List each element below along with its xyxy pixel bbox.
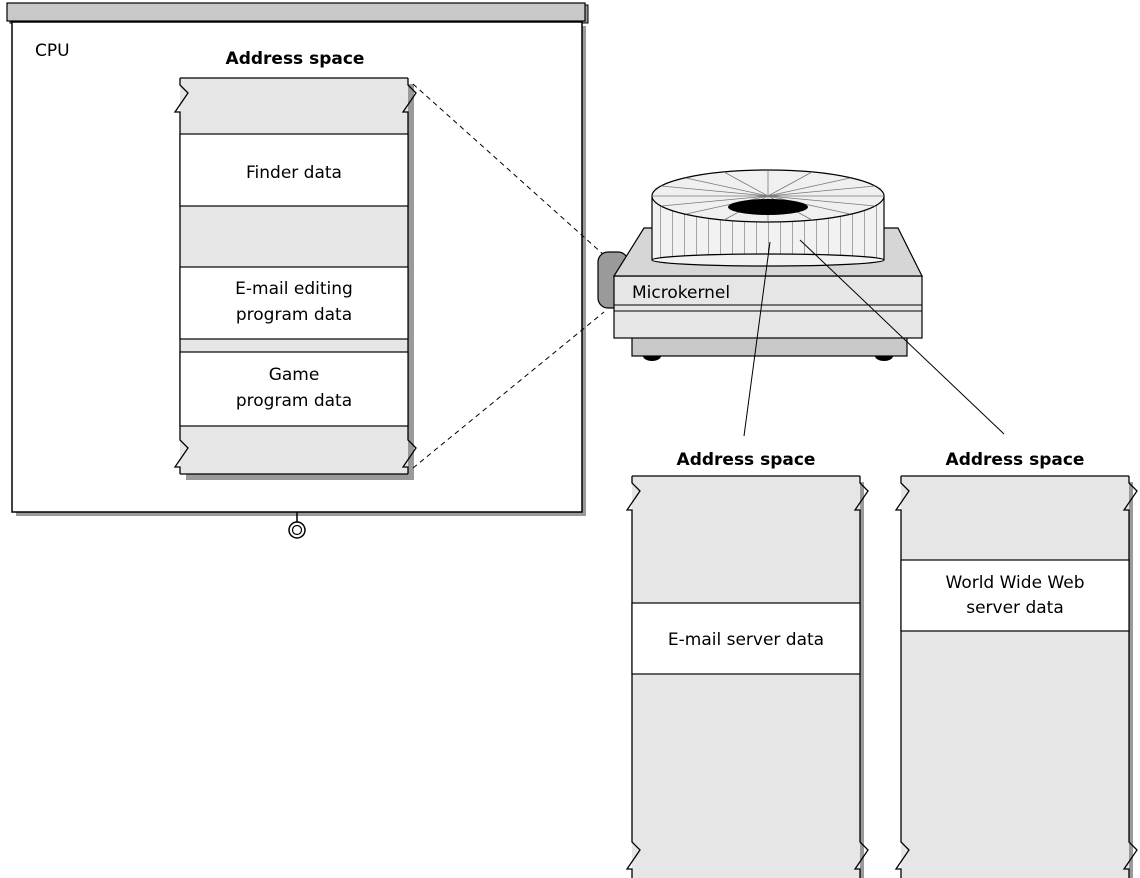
www-server-data-label-line1: World Wide Web — [946, 573, 1085, 593]
cpu-address-space-title: Address space — [226, 49, 365, 69]
projection-lines — [412, 83, 605, 469]
game-label-line2: program data — [236, 391, 352, 411]
game-segment — [179, 351, 409, 427]
connector-lines — [743, 239, 1005, 437]
finder-data-label: Finder data — [246, 163, 342, 183]
email-server-address-space-title: Address space — [677, 450, 816, 470]
www-server-address-space-title: Address space — [946, 450, 1085, 470]
email-server-address-space: Address space E-mail server data — [625, 450, 869, 878]
game-label-line1: Game — [269, 365, 320, 385]
www-server-data-segment — [900, 559, 1130, 632]
email-editing-label-line1: E-mail editing — [235, 279, 353, 299]
microkernel-label: Microkernel — [632, 283, 730, 303]
slide-projector: Microkernel — [597, 169, 923, 361]
www-server-data-label-line2: server data — [966, 598, 1064, 618]
email-editing-label-line2: program data — [236, 305, 352, 325]
email-server-data-segment — [631, 602, 861, 675]
cpu-label: CPU — [35, 41, 70, 61]
www-server-address-space: Address space World Wide Web server data — [894, 450, 1138, 878]
cpu-address-space: Address space Finder data E-mail editing… — [173, 49, 417, 480]
screen-roller-bar — [6, 2, 586, 22]
carousel-hub — [728, 199, 808, 215]
email-editing-segment — [179, 266, 409, 340]
finder-data-segment — [179, 133, 409, 207]
email-server-data-label: E-mail server data — [668, 630, 824, 650]
